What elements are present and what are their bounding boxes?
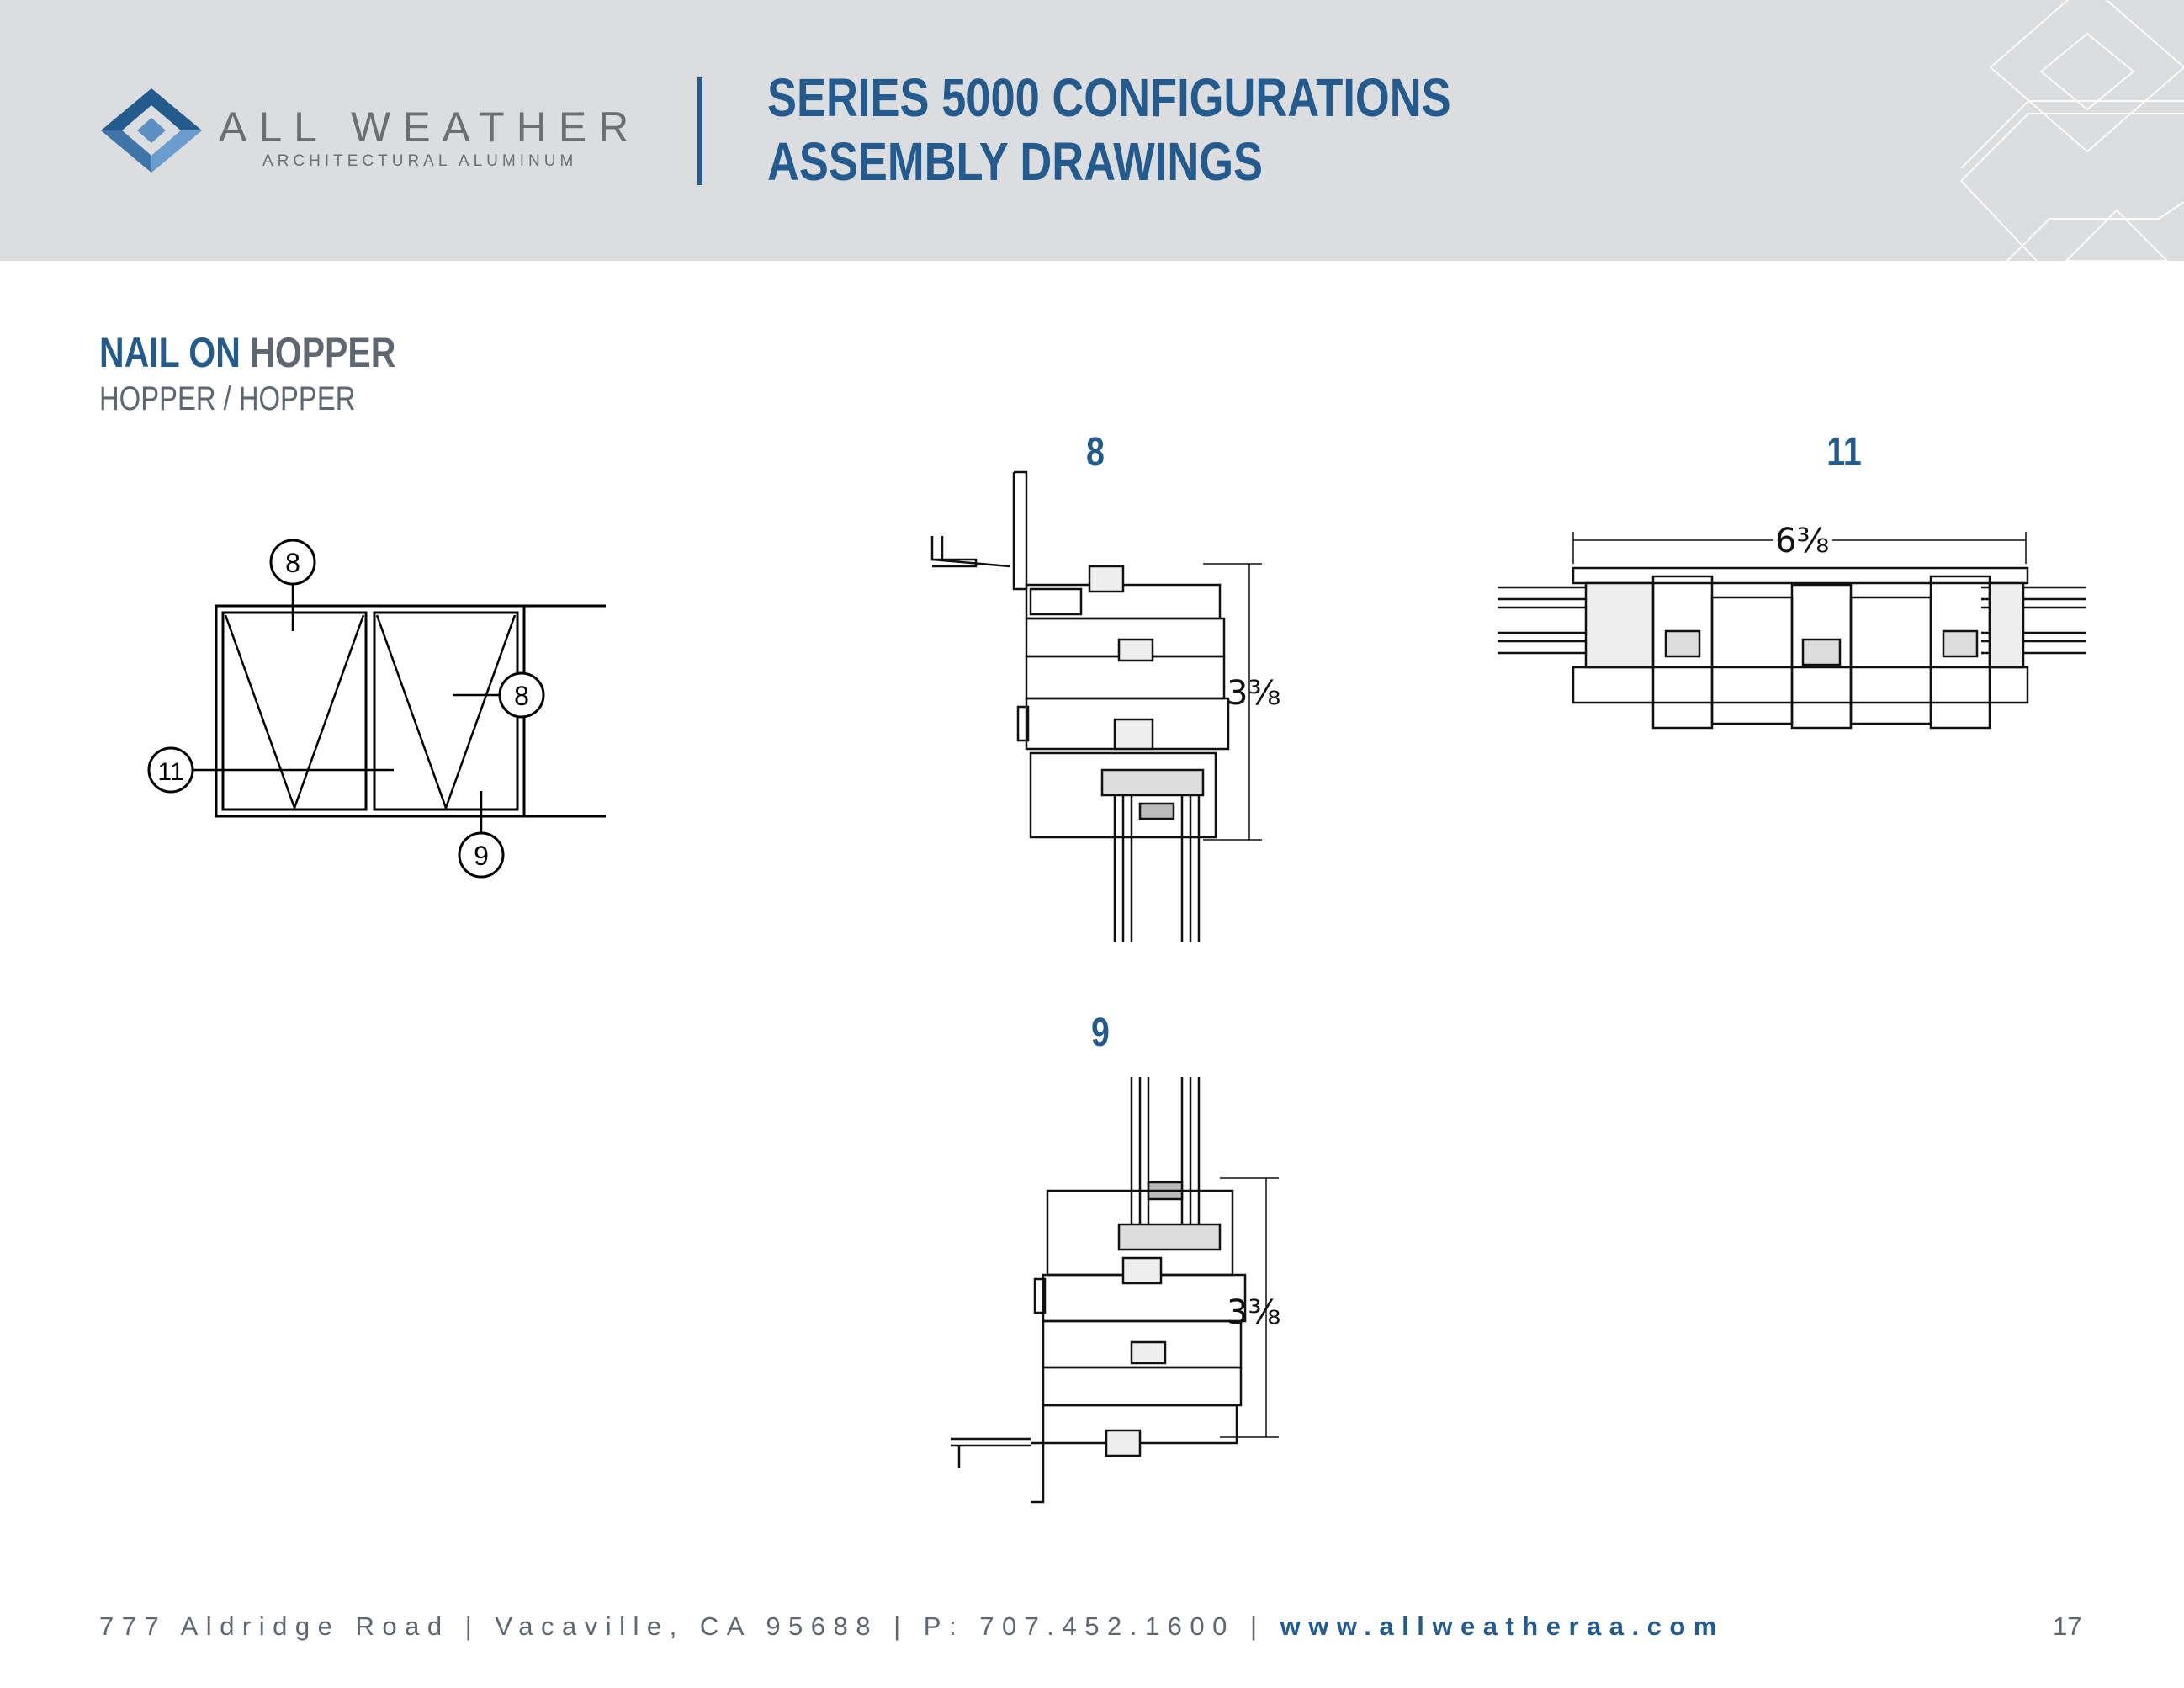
elevation-outer-frame xyxy=(215,604,526,818)
section-subtitle: HOPPER / HOPPER xyxy=(99,380,356,417)
detail-8-dimension: 3⅜ xyxy=(1227,674,1280,713)
detail-9-section-drawing: 3⅜ xyxy=(951,1077,1280,1504)
header-decoration-graphic xyxy=(1960,0,2184,261)
callout-8-top: 8 xyxy=(269,539,316,586)
callout-11: 11 xyxy=(147,746,194,794)
header-divider xyxy=(697,77,702,185)
detail-8-section-drawing: 3⅜ xyxy=(930,470,1280,942)
svg-text:11: 11 xyxy=(157,758,183,786)
svg-text:9: 9 xyxy=(474,841,489,871)
svg-text:8: 8 xyxy=(285,548,300,578)
page-footer: 777 Aldridge Road | Vacaville, CA 95688 … xyxy=(99,1611,1725,1642)
svg-text:8: 8 xyxy=(514,681,529,711)
detail-11-label: 11 xyxy=(1826,430,1862,475)
footer-address: 777 Aldridge Road | Vacaville, CA 95688 … xyxy=(99,1611,1280,1641)
detail-8-label: 8 xyxy=(1086,430,1105,475)
callout-8-right: 8 xyxy=(498,671,545,719)
page-title: SERIES 5000 CONFIGURATIONS ASSEMBLY DRAW… xyxy=(767,66,1451,194)
callout-9: 9 xyxy=(458,831,505,879)
section-title: NAIL ON HOPPER xyxy=(99,328,395,377)
window-elevation-diagram: 8 8 11 9 xyxy=(147,539,606,879)
page-title-line2: ASSEMBLY DRAWINGS xyxy=(767,131,1264,192)
page-number: 17 xyxy=(2053,1611,2082,1641)
brand-tagline: ARCHITECTURAL ALUMINUM xyxy=(262,152,578,170)
page-header: ALL WEATHER ARCHITECTURAL ALUMINUM SERIE… xyxy=(0,0,2184,261)
detail-11-section-drawing: 6⅜ xyxy=(1498,522,2086,730)
brand-name: ALL WEATHER xyxy=(219,104,641,151)
elevation-left-sash xyxy=(221,611,368,811)
all-weather-logo-icon xyxy=(101,88,202,173)
page-title-line1: SERIES 5000 CONFIGURATIONS xyxy=(767,67,1451,128)
detail-9-label: 9 xyxy=(1091,1011,1110,1055)
section-title-part1: NAIL ON xyxy=(99,329,241,376)
footer-website-link[interactable]: www.allweatheraa.com xyxy=(1280,1611,1725,1641)
detail-9-dimension: 3⅜ xyxy=(1227,1293,1280,1332)
detail-11-dimension: 6⅜ xyxy=(1775,522,1829,560)
section-title-part2: HOPPER xyxy=(250,329,396,376)
elevation-right-sash xyxy=(373,611,519,811)
